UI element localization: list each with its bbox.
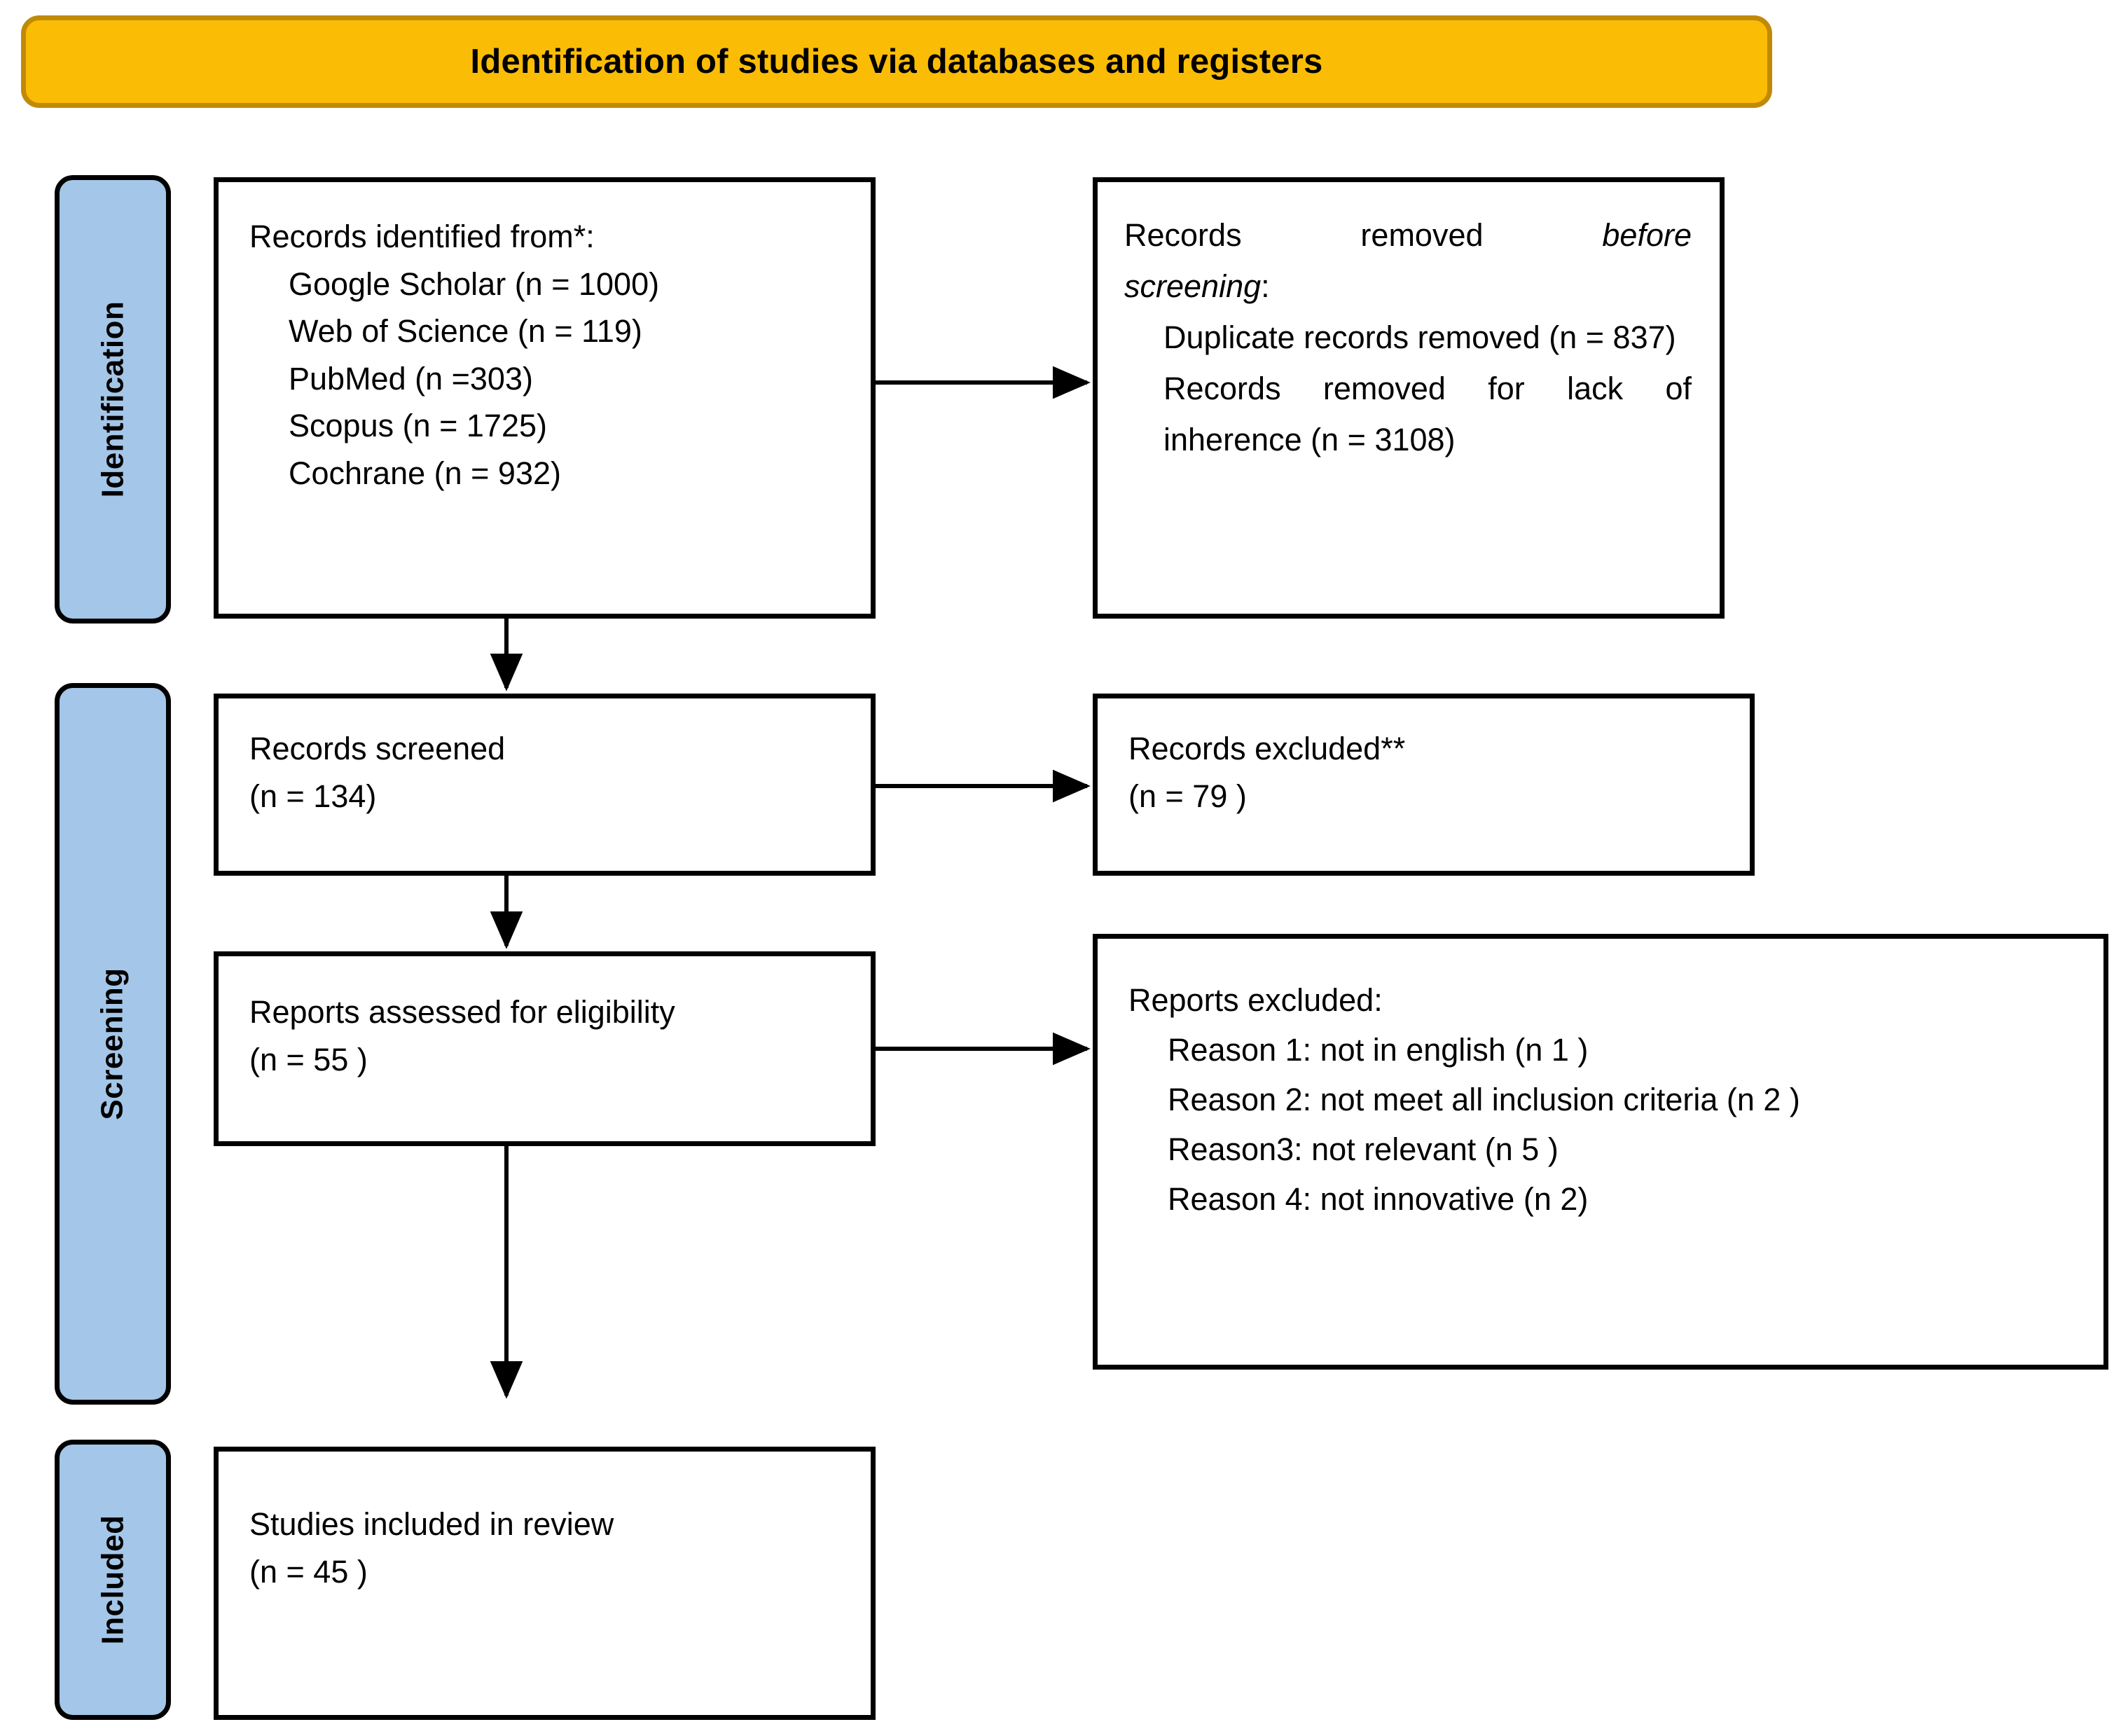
stage-label-identification: Identification — [95, 301, 130, 498]
studies-included-count: (n = 45 ) — [249, 1553, 368, 1590]
records-excluded-label: Records excluded** — [1128, 731, 1406, 766]
source-web-of-science: Web of Science (n = 119) — [289, 313, 642, 349]
records-removed-heading-italic-screening: screening — [1124, 268, 1262, 304]
source-google-scholar: Google Scholar (n = 1000) — [289, 266, 660, 302]
reason-3: Reason3: not relevant (n 5 ) — [1168, 1131, 1559, 1168]
records-identified-heading: Records identified from*: — [249, 219, 595, 254]
box-records-excluded: Records excluded** (n = 79 ) — [1093, 694, 1755, 876]
records-removed-heading-text: Records removed — [1124, 217, 1484, 253]
studies-included-label: Studies included in review — [249, 1506, 614, 1542]
reason-4: Reason 4: not innovative (n 2) — [1168, 1181, 1589, 1218]
box-records-removed: Records removed before screening: Duplic… — [1093, 177, 1725, 619]
box-studies-included: Studies included in review (n = 45 ) — [214, 1447, 876, 1720]
phase-banner-title: Identification of studies via databases … — [470, 43, 1323, 81]
source-cochrane: Cochrane (n = 932) — [289, 455, 561, 491]
stage-pill-included: Included — [55, 1440, 171, 1720]
records-removed-heading-colon: : — [1261, 268, 1270, 304]
source-scopus: Scopus (n = 1725) — [289, 408, 547, 443]
records-removed-heading-line2: screening: — [1124, 261, 1692, 312]
box-records-identified: Records identified from*: Google Scholar… — [214, 177, 876, 619]
reports-eligibility-label: Reports assessed for eligibility — [249, 994, 675, 1030]
stage-pill-identification: Identification — [55, 175, 171, 624]
records-removed-heading-italic-before: before — [1602, 217, 1692, 253]
source-pubmed: PubMed (n =303) — [289, 360, 533, 397]
phase-banner-identification: Identification of studies via databases … — [21, 15, 1772, 108]
records-screened-count: (n = 134) — [249, 778, 377, 814]
box-reports-assessed-eligibility: Reports assessed for eligibility (n = 55… — [214, 951, 876, 1146]
records-screened-label: Records screened — [249, 731, 506, 766]
box-reports-excluded: Reports excluded: Reason 1: not in engli… — [1093, 934, 2108, 1370]
removed-item-duplicates: Duplicate records removed (n = 837) — [1163, 319, 1676, 355]
records-excluded-count: (n = 79 ) — [1128, 778, 1247, 814]
reports-eligibility-count: (n = 55 ) — [249, 1041, 368, 1077]
box-records-screened: Records screened (n = 134) — [214, 694, 876, 876]
removed-item-inherence: Records removed for lack of inherence (n… — [1163, 370, 1692, 457]
reason-1: Reason 1: not in english (n 1 ) — [1168, 1032, 1589, 1068]
reason-2: Reason 2: not meet all inclusion criteri… — [1168, 1082, 1800, 1118]
records-removed-heading-line1: Records removed before — [1124, 210, 1692, 261]
stage-label-included: Included — [95, 1515, 130, 1645]
reports-excluded-heading: Reports excluded: — [1128, 982, 1383, 1018]
stage-label-screening: Screening — [95, 967, 130, 1120]
stage-pill-screening: Screening — [55, 683, 171, 1405]
